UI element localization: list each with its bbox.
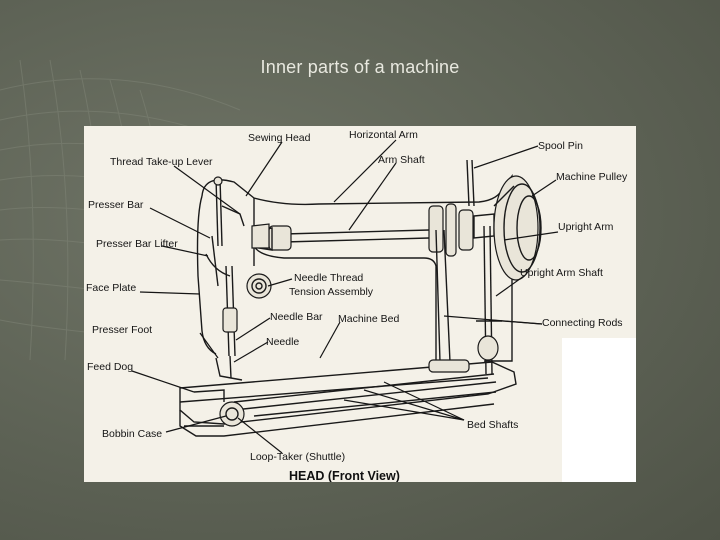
- label-machine-bed: Machine Bed: [338, 313, 399, 325]
- label-bed-shafts: Bed Shafts: [467, 419, 518, 431]
- label-feed-dog: Feed Dog: [87, 361, 133, 373]
- label-loop-taker: Loop-Taker (Shuttle): [250, 451, 345, 463]
- side-panel: [562, 338, 636, 482]
- label-bobbin-case: Bobbin Case: [102, 428, 162, 440]
- label-presser-foot: Presser Foot: [92, 324, 152, 336]
- leader-lines: [131, 139, 559, 454]
- label-presser-bar: Presser Bar: [88, 199, 144, 211]
- label-upright-arm-shaft: Upright Arm Shaft: [520, 267, 603, 279]
- label-tension-assembly: Tension Assembly: [289, 286, 374, 298]
- slide-title: Inner parts of a machine: [260, 57, 460, 77]
- label-needle-thread: Needle Thread: [294, 272, 363, 284]
- diagram-caption: HEAD (Front View): [289, 469, 400, 482]
- label-upright-arm: Upright Arm: [558, 221, 614, 233]
- label-spool-pin: Spool Pin: [538, 140, 583, 152]
- label-horizontal-arm: Horizontal Arm: [349, 129, 418, 141]
- label-connecting-rods: Connecting Rods: [542, 317, 623, 329]
- label-needle: Needle: [266, 336, 299, 348]
- label-presser-bar-lifter: Presser Bar Lifter: [96, 238, 178, 250]
- label-machine-pulley: Machine Pulley: [556, 171, 628, 183]
- label-thread-take-up-lever: Thread Take-up Lever: [110, 156, 213, 168]
- label-face-plate: Face Plate: [86, 282, 136, 294]
- label-arm-shaft: Arm Shaft: [378, 154, 425, 166]
- label-needle-bar: Needle Bar: [270, 311, 323, 323]
- part-labels: Sewing Head Horizontal Arm Spool Pin Thr…: [86, 129, 628, 482]
- label-sewing-head: Sewing Head: [248, 132, 311, 144]
- machine-illustration: [179, 159, 542, 437]
- diagram-drawing: Sewing Head Horizontal Arm Spool Pin Thr…: [86, 129, 636, 482]
- sewing-machine-diagram: Sewing Head Horizontal Arm Spool Pin Thr…: [84, 126, 636, 482]
